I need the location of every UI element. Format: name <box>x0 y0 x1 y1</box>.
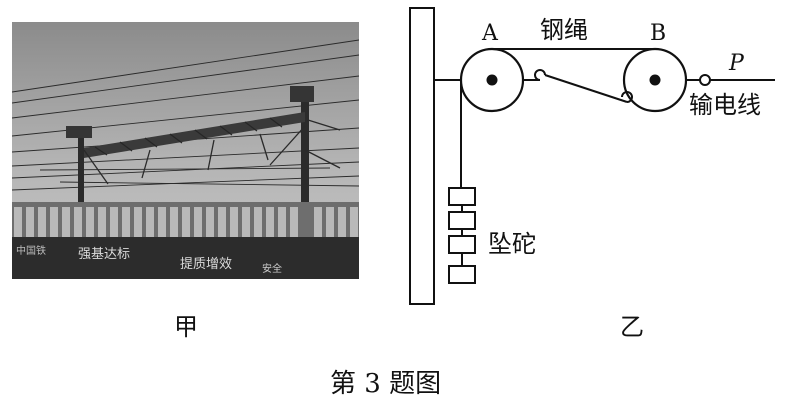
banner-text-4: 中国铁 <box>16 244 46 257</box>
drop-arms <box>83 119 341 185</box>
pulley-b-label: B <box>650 21 666 46</box>
left-mast-head <box>66 126 92 138</box>
pulley-a-label: A <box>481 21 499 46</box>
panel-label-yi: 乙 <box>620 313 644 341</box>
figure-caption: 第 3 题图 <box>330 369 441 399</box>
counterweight-block <box>448 235 476 254</box>
point-p-label: P <box>728 51 745 76</box>
pulley-diagram: A B 钢绳 P 输电线 坠砣 <box>409 7 775 305</box>
right-mast-head <box>290 86 314 102</box>
crossbeam-truss <box>94 117 283 156</box>
wall <box>409 7 435 305</box>
power-wire-label: 输电线 <box>689 91 761 119</box>
steel-rope <box>460 48 655 188</box>
pulley-b-axle <box>649 74 661 86</box>
left-mast <box>78 132 84 240</box>
counterweight-block <box>448 187 476 206</box>
counterweight-block <box>448 211 476 230</box>
counterweight-label: 坠砣 <box>488 230 536 258</box>
rope-label: 钢绳 <box>540 16 588 44</box>
catenary-photo: 中国铁 强基达标 提质增效 安全 <box>12 22 359 279</box>
counterweight-block <box>448 265 476 284</box>
counterweights <box>448 187 476 284</box>
catenary-gantry <box>66 86 341 248</box>
banner-text-2: 提质增效 <box>180 256 232 272</box>
crossbeam <box>84 112 305 158</box>
railing-panels <box>14 207 358 237</box>
panel-label-jia: 甲 <box>174 313 198 341</box>
power-wire <box>686 74 775 86</box>
banner-text-1: 强基达标 <box>78 247 130 262</box>
banner-text-3: 安全 <box>262 262 282 275</box>
right-mast <box>301 98 309 248</box>
banner <box>12 237 359 279</box>
pulley-a-axle <box>486 74 498 86</box>
